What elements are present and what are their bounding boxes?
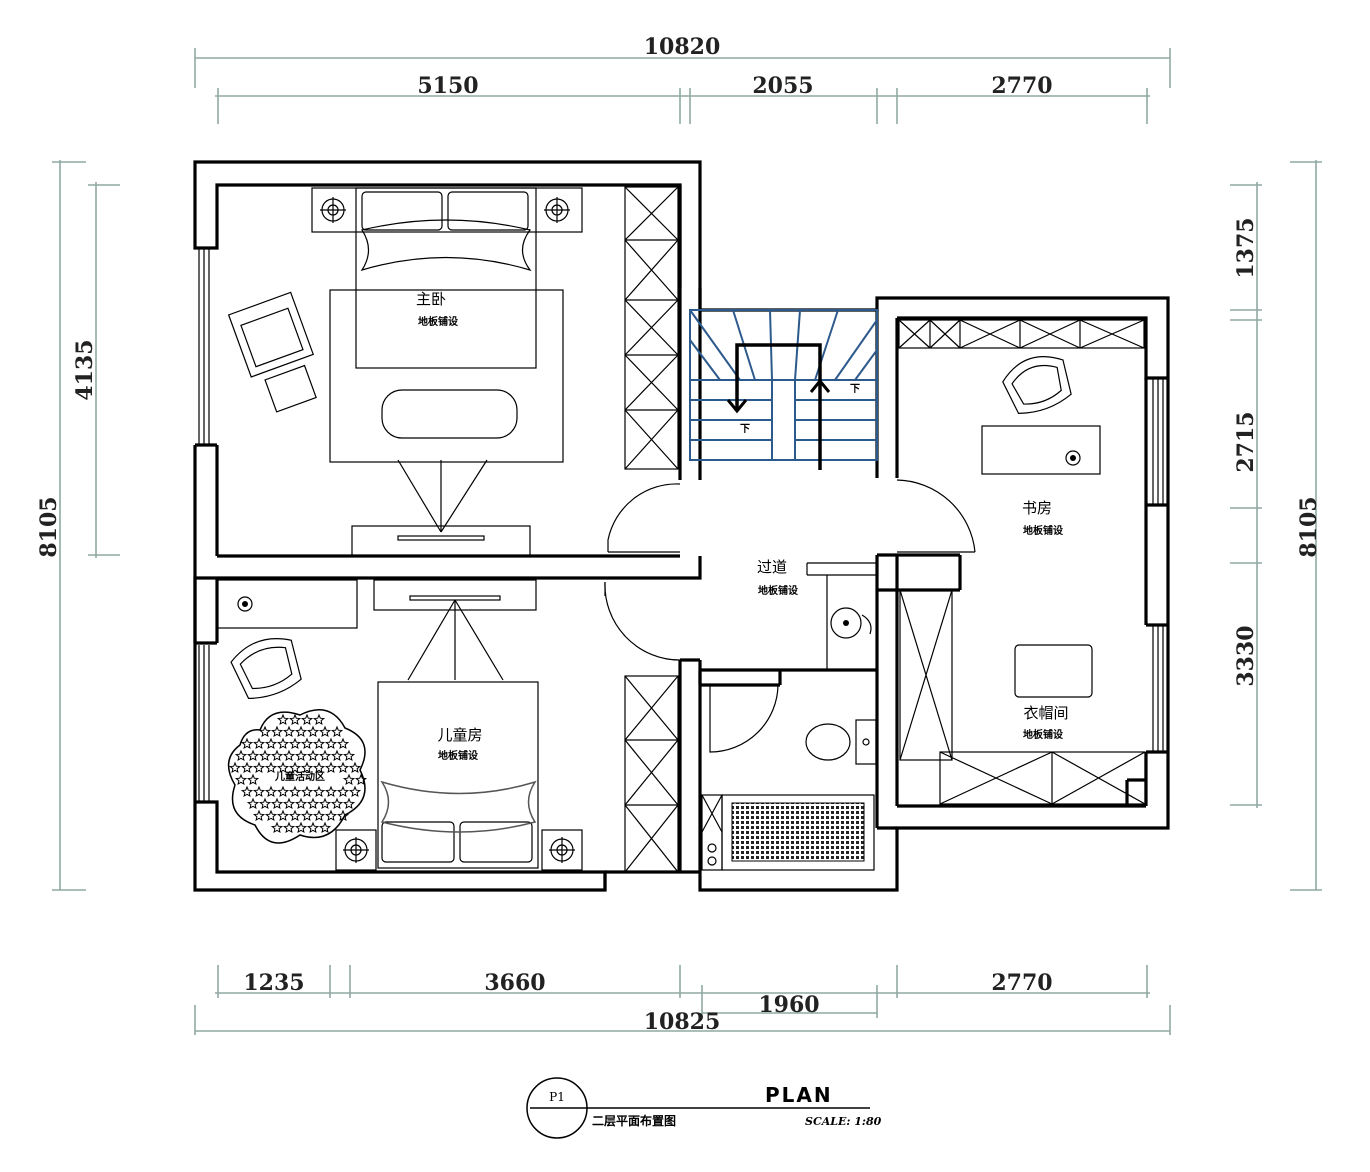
dim-top-total: 10820 xyxy=(644,34,721,60)
staircase: 下 下 xyxy=(689,309,878,470)
study-floor: 地板铺设 xyxy=(1023,524,1063,537)
scale-label: SCALE: 1:80 xyxy=(805,1115,882,1128)
study: 书房 地板铺设 xyxy=(896,319,1145,553)
title-block: P1 二层平面布置图 PLAN SCALE: 1:80 xyxy=(526,1077,882,1139)
dim-right-seg-1: 1375 xyxy=(1233,217,1259,278)
plan-label: PLAN xyxy=(765,1083,833,1107)
corridor: 过道 地板铺设 xyxy=(757,558,872,639)
dim-right-seg-2: 2715 xyxy=(1233,411,1259,472)
dim-left-total: 8105 xyxy=(36,496,62,557)
bottom-dimensions: 1235 3660 2770 1960 10825 xyxy=(194,965,1171,1035)
rug-stars xyxy=(228,713,368,834)
dim-top-seg-2: 2055 xyxy=(752,73,813,99)
stair-down-label-2: 下 xyxy=(850,383,860,395)
dim-top-seg-3: 2770 xyxy=(991,73,1052,99)
dim-bottom-seg-2: 3660 xyxy=(484,970,545,996)
corridor-floor: 地板铺设 xyxy=(758,584,798,597)
cloakroom-floor: 地板铺设 xyxy=(1023,728,1063,741)
corridor-name: 过道 xyxy=(757,558,787,576)
dim-right-seg-3: 3330 xyxy=(1233,625,1259,686)
bathroom xyxy=(701,684,877,871)
dim-bottom-seg-3: 1960 xyxy=(758,992,819,1018)
dim-bottom-seg-1: 1235 xyxy=(243,970,304,996)
master-bedroom: 主卧 地板铺设 xyxy=(227,186,681,557)
master-bedroom-name: 主卧 xyxy=(416,290,446,308)
kids-room-floor: 地板铺设 xyxy=(438,749,478,762)
dim-right-total: 8105 xyxy=(1296,496,1322,557)
left-dimensions: 8105 4135 xyxy=(36,160,120,891)
kids-room: 儿童活动区 儿童房 地板铺设 xyxy=(216,579,681,873)
dim-left-seg: 4135 xyxy=(72,339,98,400)
cloakroom: 衣帽间 地板铺设 xyxy=(899,589,1146,806)
drawing-title: 二层平面布置图 xyxy=(592,1113,676,1128)
dim-bottom-seg-4: 2770 xyxy=(991,970,1052,996)
dim-bottom-total: 10825 xyxy=(644,1009,721,1035)
cloakroom-name: 衣帽间 xyxy=(1023,704,1068,722)
dim-top-seg-1: 5150 xyxy=(417,73,478,99)
study-name: 书房 xyxy=(1022,499,1052,517)
kids-play-area-name: 儿童活动区 xyxy=(274,770,325,783)
drawing-number: P1 xyxy=(549,1090,565,1104)
top-dimensions: 10820 5150 2055 2770 xyxy=(194,34,1171,124)
right-dimensions: 8105 1375 2715 3330 xyxy=(1230,160,1322,891)
kids-room-name: 儿童房 xyxy=(437,726,482,744)
stair-down-label-1: 下 xyxy=(740,423,750,435)
walls xyxy=(193,160,1170,892)
master-bedroom-floor: 地板铺设 xyxy=(418,315,458,328)
floor-grate xyxy=(731,802,865,862)
